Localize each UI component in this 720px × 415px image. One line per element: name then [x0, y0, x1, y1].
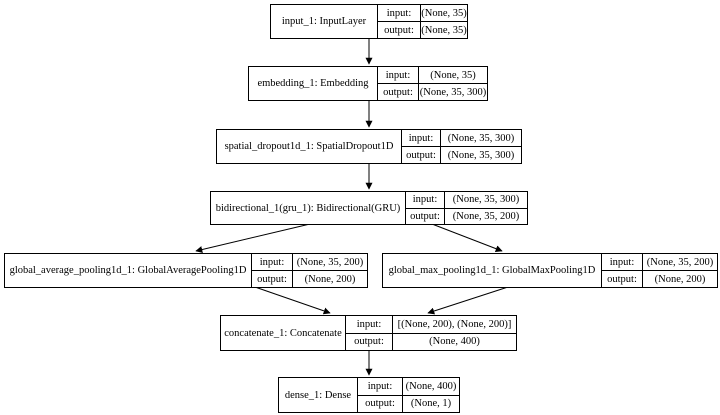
node-name: dense_1: Dense [279, 378, 358, 412]
input-label: input: [406, 192, 445, 208]
output-label: output: [358, 395, 403, 412]
output-shape: (None, 35) [421, 24, 467, 36]
edge-maxpool-to-concatenate [427, 286, 509, 315]
input-shape: (None, 35, 200) [296, 256, 364, 268]
edge-bidirectional-to-avgpool [195, 223, 311, 253]
edge-bidirectional-to-maxpool [431, 223, 503, 252]
node-name: input_1: InputLayer [271, 5, 378, 38]
output-shape: (None, 35, 200) [452, 210, 520, 222]
input-label: input: [602, 254, 643, 270]
output-shape: (None, 200) [304, 273, 356, 285]
edge-avgpool-to-concatenate [254, 286, 331, 315]
input-shape: (None, 400) [405, 380, 457, 392]
input-label: input: [402, 130, 441, 146]
output-shape: (None, 1) [410, 398, 452, 410]
input-label: input: [346, 316, 393, 333]
output-label: output: [378, 84, 419, 100]
output-label: output: [406, 208, 445, 224]
input-shape: (None, 35, 300) [447, 132, 515, 144]
output-label: output: [402, 147, 441, 163]
node-bidirectional-gru: bidirectional_1(gru_1): Bidirectional(GR… [210, 191, 528, 225]
input-label: input: [252, 254, 293, 270]
node-name: concatenate_1: Concatenate [221, 316, 346, 350]
output-label: output: [346, 333, 393, 350]
node-global-average-pooling: global_average_pooling1d_1: GlobalAverag… [4, 253, 368, 288]
node-spatial-dropout: spatial_dropout1d_1: SpatialDropout1D in… [216, 129, 522, 164]
node-embedding: embedding_1: Embedding input:(None, 35) … [248, 66, 488, 101]
node-name: global_max_pooling1d_1: GlobalMaxPooling… [383, 254, 602, 287]
input-shape: (None, 35) [430, 69, 476, 81]
node-name: embedding_1: Embedding [249, 67, 378, 100]
output-label: output: [602, 271, 643, 287]
node-name: bidirectional_1(gru_1): Bidirectional(GR… [211, 192, 406, 224]
output-label: output: [378, 22, 421, 38]
input-label: input: [378, 67, 419, 83]
node-dense: dense_1: Dense input:(None, 400) output:… [278, 377, 460, 413]
input-label: input: [358, 378, 403, 395]
output-shape: (None, 35, 300) [447, 149, 515, 161]
input-shape: (None, 35, 200) [646, 256, 714, 268]
output-shape: (None, 200) [654, 273, 706, 285]
node-name: global_average_pooling1d_1: GlobalAverag… [5, 254, 252, 287]
output-label: output: [252, 271, 293, 287]
output-shape: (None, 400) [429, 336, 480, 348]
input-shape: [(None, 200), (None, 200)] [397, 318, 512, 330]
input-shape: (None, 35) [421, 7, 467, 19]
node-input-layer: input_1: InputLayer input:(None, 35) out… [270, 4, 468, 39]
node-name: spatial_dropout1d_1: SpatialDropout1D [217, 130, 402, 163]
node-global-max-pooling: global_max_pooling1d_1: GlobalMaxPooling… [382, 253, 718, 288]
output-shape: (None, 35, 300) [419, 86, 487, 98]
input-label: input: [378, 5, 421, 21]
node-concatenate: concatenate_1: Concatenate input: [(None,… [220, 315, 517, 351]
input-shape: (None, 35, 300) [452, 194, 520, 206]
